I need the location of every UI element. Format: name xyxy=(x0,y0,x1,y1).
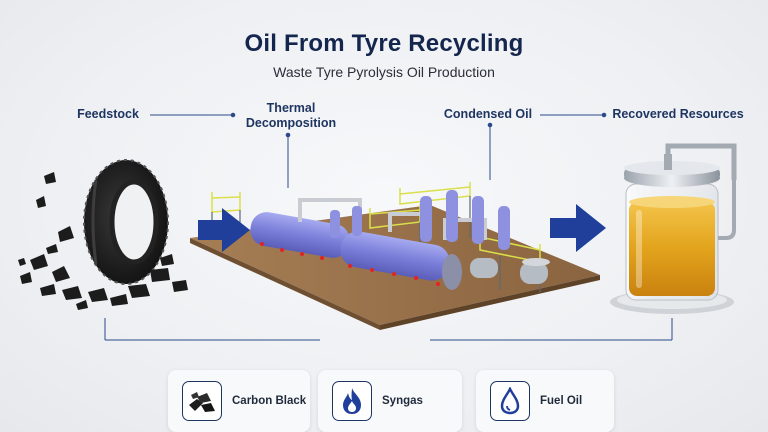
product-label: Carbon Black xyxy=(232,395,307,407)
oil-jar-icon xyxy=(610,143,737,314)
stage-label-condensed-oil: Condensed Oil xyxy=(443,107,533,121)
product-label: Fuel Oil xyxy=(540,395,583,407)
pyrolysis-plant xyxy=(190,182,600,330)
rubber-fragments xyxy=(18,172,188,310)
arrow-right-icon xyxy=(550,204,606,252)
stage-label-thermal-decomposition: Thermal Decomposition xyxy=(245,101,337,130)
carbon-black-icon xyxy=(182,381,222,421)
stage-label-recovered-resources: Recovered Resources xyxy=(612,107,744,121)
tyre-icon xyxy=(83,159,169,285)
oil-drop-icon xyxy=(490,381,530,421)
page-title: Oil From Tyre Recycling xyxy=(244,30,524,57)
flame-icon xyxy=(332,381,372,421)
product-card-carbon-black: Carbon Black xyxy=(168,370,310,432)
product-card-syngas: Syngas xyxy=(318,370,462,432)
page-subtitle: Waste Tyre Pyrolysis Oil Production xyxy=(273,64,495,80)
label-connectors xyxy=(104,112,673,341)
product-card-fuel-oil: Fuel Oil xyxy=(476,370,614,432)
product-label: Syngas xyxy=(382,395,423,407)
arrow-right-icon xyxy=(198,208,250,252)
stage-label-feedstock: Feedstock xyxy=(77,107,139,121)
